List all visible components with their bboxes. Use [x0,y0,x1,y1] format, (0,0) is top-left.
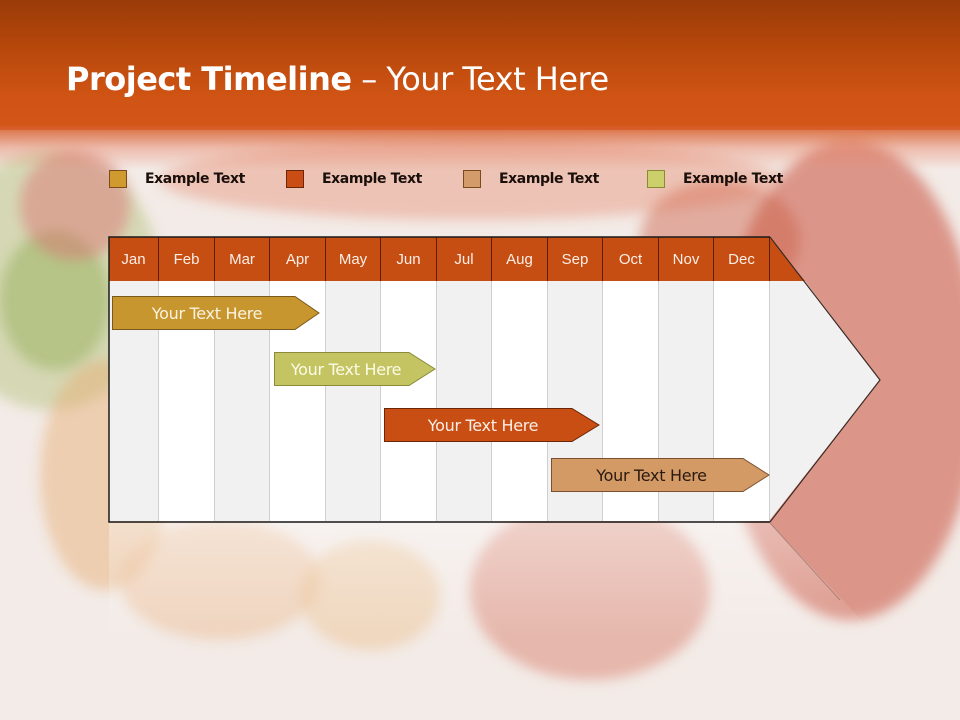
month-header-dec: Dec [714,237,770,281]
legend-item-3: Example Text [463,170,599,188]
title-bar-fade [0,126,960,170]
task-label-4: Your Text Here [596,465,707,485]
task-bar-1[interactable]: Your Text Here [112,296,320,330]
month-column-jul [437,281,492,521]
month-header-jun: Jun [381,237,437,281]
legend-label-1: Example Text [145,171,245,187]
month-column-aug [492,281,548,521]
month-header-nov: Nov [659,237,714,281]
month-header-jul: Jul [437,237,492,281]
month-header-aug: Aug [492,237,548,281]
slide-title: Project Timeline – Your Text Here [66,60,609,98]
month-column-jun [381,281,437,521]
month-header-may: May [326,237,381,281]
task-label-2: Your Text Here [290,359,402,379]
task-arrow-shape-2 [274,352,436,386]
task-arrow-shape-3 [384,408,600,442]
legend-label-4: Example Text [683,171,783,187]
task-bar-3[interactable]: Your Text Here [384,408,600,442]
legend-label-3: Example Text [499,171,599,187]
month-header-mar: Mar [215,237,270,281]
legend-item-2: Example Text [286,170,422,188]
month-column-may [326,281,381,521]
task-bar-2[interactable]: Your Text Here [274,352,436,386]
legend-label-2: Example Text [322,171,422,187]
title-bold: Project Timeline [66,60,352,98]
legend: Example Text Example Text Example Text E… [0,170,960,194]
month-header-apr: Apr [270,237,326,281]
task-arrow-shape-4 [551,458,770,492]
month-header-feb: Feb [159,237,215,281]
legend-item-1: Example Text [109,170,245,188]
month-header-sep: Sep [548,237,603,281]
title-separator: – [351,60,387,98]
legend-swatch-3 [463,170,481,188]
task-label-1: Your Text Here [151,303,263,323]
legend-swatch-1 [109,170,127,188]
legend-swatch-2 [286,170,304,188]
title-bar [0,0,960,130]
legend-item-4: Example Text [647,170,783,188]
legend-swatch-4 [647,170,665,188]
task-label-3: Your Text Here [427,415,539,435]
month-header-oct: Oct [603,237,659,281]
title-light: Your Text Here [386,60,609,98]
month-header-jan: Jan [109,237,159,281]
task-arrow-shape-1 [112,296,320,330]
task-bar-4[interactable]: Your Text Here [551,458,770,492]
